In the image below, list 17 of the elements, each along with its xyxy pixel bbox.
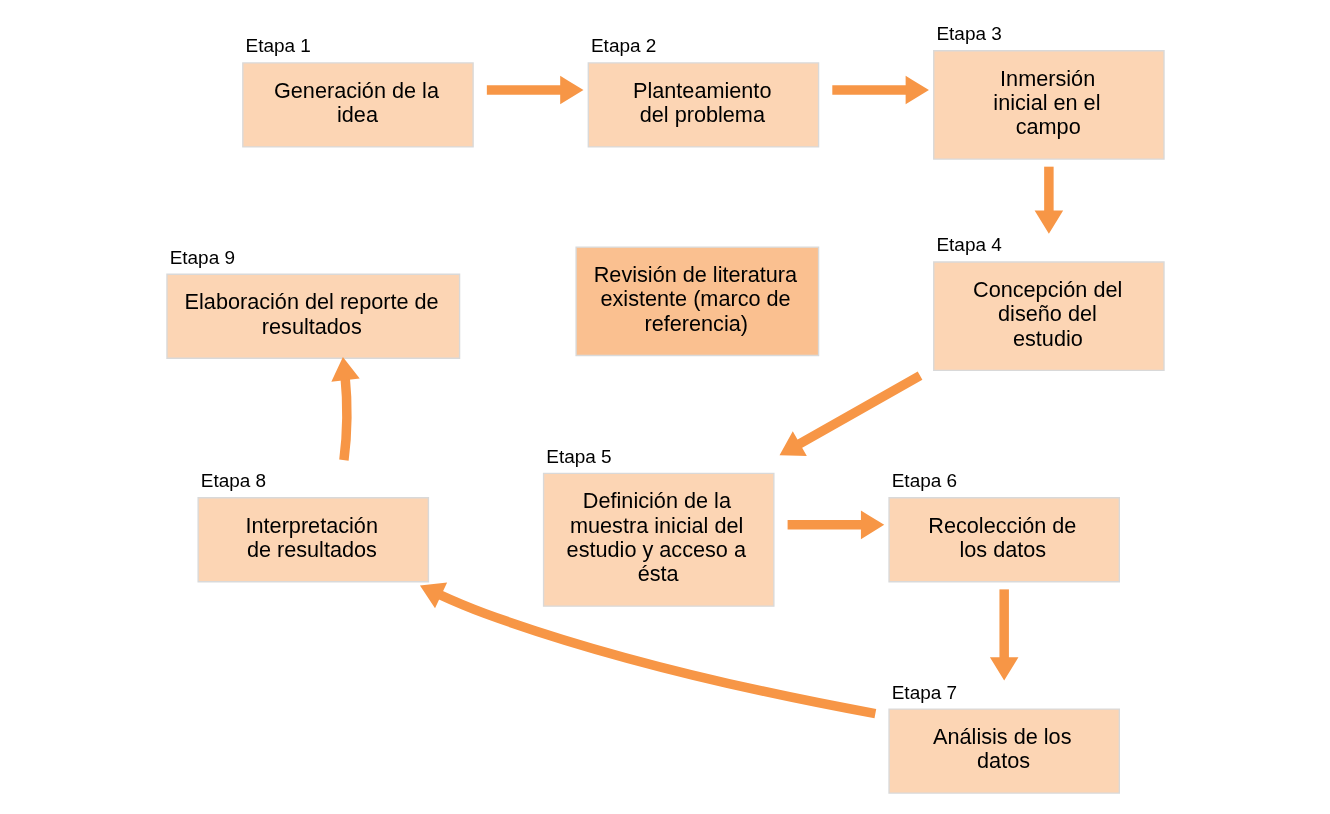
- node-label: Etapa 6: [891, 470, 957, 492]
- node-label: Etapa 1: [245, 35, 311, 57]
- arrow: [779, 371, 922, 457]
- node-label: Etapa 7: [891, 681, 957, 703]
- arrow: [486, 75, 583, 105]
- node-label: Etapa 3: [935, 23, 1002, 45]
- arrow: [330, 356, 360, 461]
- node-label: Etapa 4: [935, 234, 1002, 256]
- arrow: [787, 510, 884, 540]
- arrow: [831, 75, 929, 105]
- node-label: Etapa 2: [590, 35, 656, 57]
- arrow: [419, 582, 876, 719]
- node-label: Etapa 8: [200, 470, 266, 492]
- arrow: [989, 589, 1018, 681]
- node-label: Etapa 9: [169, 246, 235, 268]
- arrow: [1034, 166, 1063, 234]
- node-label: Etapa 5: [545, 445, 612, 467]
